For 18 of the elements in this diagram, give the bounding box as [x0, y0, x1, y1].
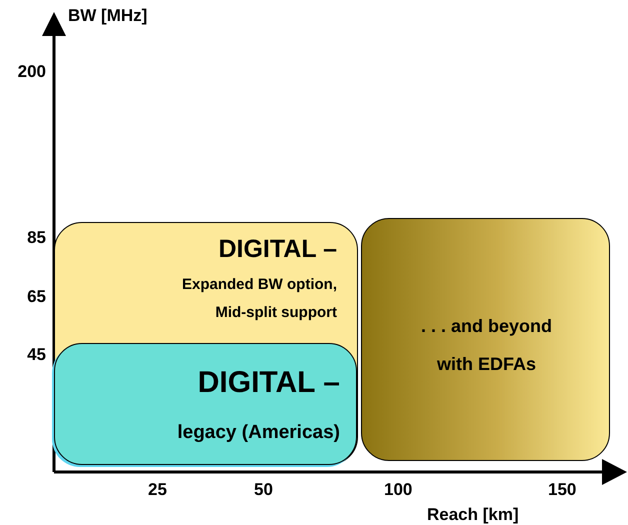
tick-label: 150 [548, 480, 576, 500]
tick-label: 200 [18, 62, 46, 82]
expanded-bw-box [54, 222, 358, 465]
box-text: . . . and beyond with EDFAs [420, 315, 553, 376]
box-text: Expanded BW option, Mid-split support [181, 275, 337, 323]
box-heading: DIGITAL – [198, 366, 340, 400]
tick-label: 50 [254, 480, 273, 500]
tick-label: 85 [27, 228, 46, 248]
tick-label: 100 [384, 480, 412, 500]
box-text: legacy (Americas) [177, 422, 340, 444]
tick-label: 25 [148, 480, 167, 500]
extended-reach-box [361, 218, 610, 461]
tick-label: 65 [27, 287, 46, 307]
box-heading: DIGITAL – [218, 235, 337, 264]
axis-title: Reach [km] [427, 505, 519, 525]
tick-label: 45 [27, 345, 46, 365]
legacy-box [54, 343, 357, 465]
axis-title: BW [MHz] [68, 6, 148, 26]
